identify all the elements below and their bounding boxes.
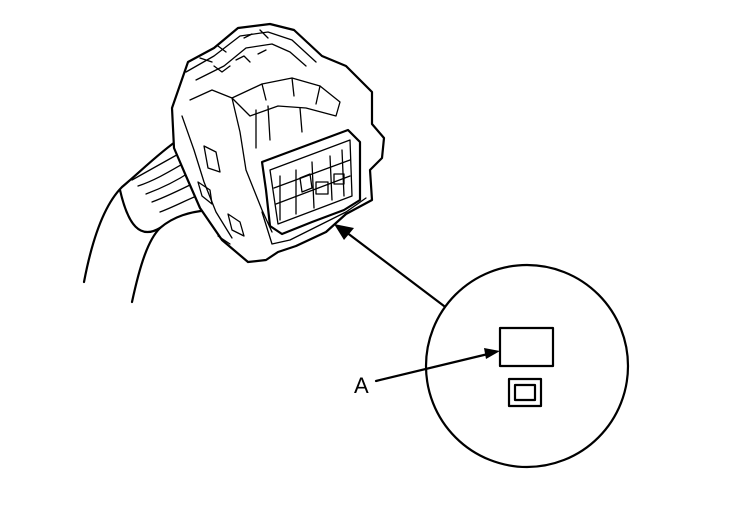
arrowhead-icon xyxy=(334,224,354,240)
inner-window xyxy=(513,383,537,402)
detail-view xyxy=(424,263,630,469)
connector-body xyxy=(170,22,386,264)
wire-harness xyxy=(82,138,210,304)
part-a-box xyxy=(498,326,555,368)
callout-label: A xyxy=(354,373,369,398)
callout-a: A xyxy=(354,348,500,398)
callout-arrowhead-icon xyxy=(484,348,500,359)
pointer-arrow xyxy=(334,224,446,308)
